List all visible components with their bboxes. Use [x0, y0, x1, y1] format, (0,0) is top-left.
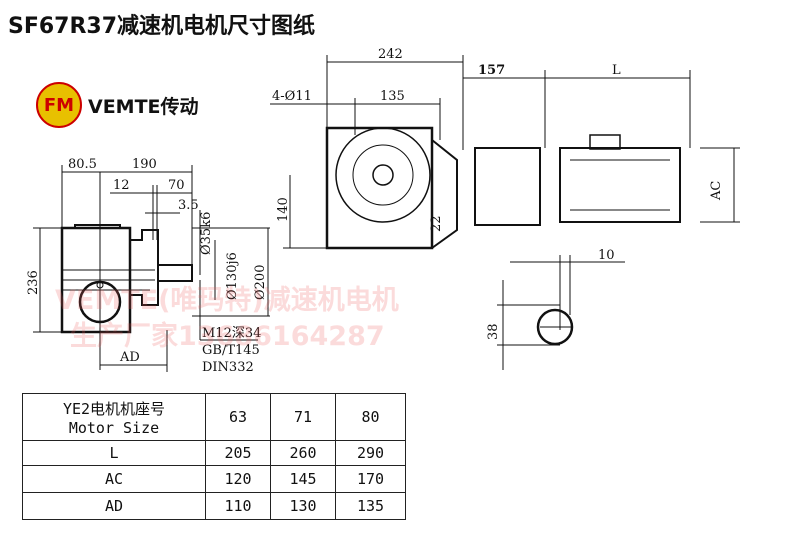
dim-ad: AD [119, 350, 140, 365]
row-label: AC [22, 465, 206, 493]
motor-body [559, 147, 681, 223]
size-cell: 63 [205, 393, 271, 441]
page-title: SF67R37减速机电机尺寸图纸 [8, 14, 316, 39]
note-thread: M12深34 [202, 326, 261, 341]
note-standard-gb: GB/T145 [202, 343, 260, 358]
dim-157: 157 [478, 63, 505, 78]
table-header-row: YE2电机机座号 Motor Size 63 71 80 [22, 393, 406, 441]
output-shaft [157, 264, 193, 282]
header-cell: YE2电机机座号 Motor Size [22, 393, 206, 441]
row-value: 170 [335, 465, 406, 493]
row-label: L [22, 440, 206, 466]
size-cell: 71 [270, 393, 336, 441]
row-value: 205 [205, 440, 271, 466]
row-value: 120 [205, 465, 271, 493]
note-standard-din: DIN332 [202, 360, 254, 375]
row-value: 290 [335, 440, 406, 466]
dim-d200: Ø200 [253, 265, 268, 300]
table-row: AC 120 145 170 [22, 465, 406, 493]
dim-holes: 4-Ø11 [272, 89, 312, 104]
watermark-line-1: VEMTE(唯玛特)减速机电机 [55, 285, 399, 316]
row-value: 145 [270, 465, 336, 493]
dim-l: L [612, 63, 621, 78]
front-view: 242 4-Ø11 135 157 L AC 140 22 10 38 [270, 47, 740, 370]
terminal-box [589, 134, 621, 150]
dim-190: 190 [132, 157, 157, 172]
row-value: 130 [270, 492, 336, 520]
dim-38: 38 [486, 323, 501, 340]
motor-size-table: YE2电机机座号 Motor Size 63 71 80 L 205 260 2… [22, 393, 406, 520]
dim-135: 135 [380, 89, 405, 104]
logo-mark-icon: FM [36, 82, 82, 128]
row-value: 110 [205, 492, 271, 520]
dim-140: 140 [276, 197, 291, 222]
watermark-line-2: 生产厂家13686164287 [70, 321, 385, 352]
header-line-2: Motor Size [68, 418, 160, 437]
row-label: AD [22, 492, 206, 520]
dim-10: 10 [598, 248, 615, 263]
intermediate-stage [474, 147, 541, 226]
dim-3-5: 3.5 [178, 198, 199, 213]
dim-80-5: 80.5 [68, 157, 97, 172]
row-value: 135 [335, 492, 406, 520]
dim-12: 12 [113, 178, 130, 193]
row-value: 260 [270, 440, 336, 466]
gearbox-housing [325, 126, 434, 250]
dim-70: 70 [168, 178, 185, 193]
side-view: 80.5 190 12 70 3.5 Ø35k6 Ø130j6 Ø200 236… [26, 157, 270, 375]
table-row: L 205 260 290 [22, 440, 406, 466]
header-line-1: YE2电机机座号 [62, 399, 166, 418]
dim-d35: Ø35k6 [199, 212, 214, 255]
brand-logo: FM VEMTE传动 [36, 82, 199, 128]
dim-242: 242 [378, 47, 403, 62]
size-cell: 80 [335, 393, 406, 441]
dim-ac: AC [709, 181, 724, 201]
dim-22: 22 [429, 215, 444, 232]
logo-text: VEMTE传动 [88, 95, 199, 118]
dim-d130: Ø130j6 [225, 252, 240, 300]
table-row: AD 110 130 135 [22, 492, 406, 520]
dim-236: 236 [26, 270, 41, 295]
